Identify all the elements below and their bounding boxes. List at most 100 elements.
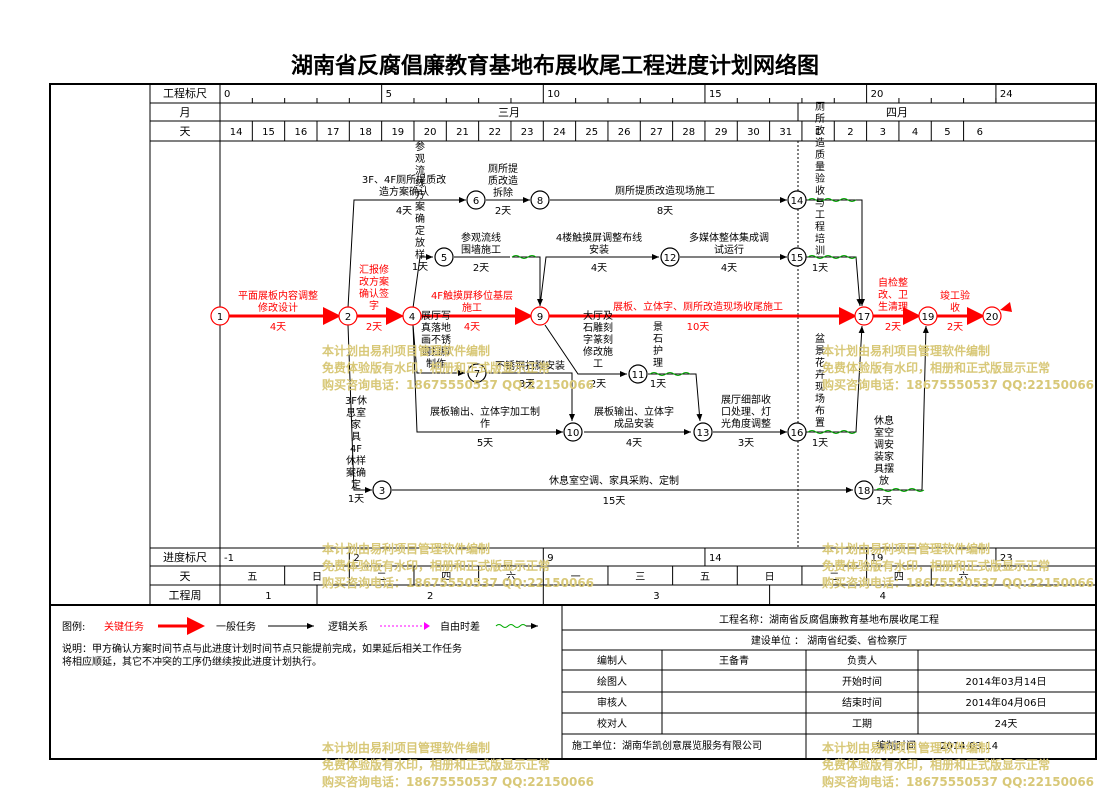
month-march: 三月 <box>498 106 520 119</box>
edge-2-3 <box>347 324 372 493</box>
weekday-cell: 日 <box>312 572 322 583</box>
day-cell: 2 <box>847 127 853 138</box>
ruler-tick-label: 20 <box>871 89 884 100</box>
info-compile-date: 2014-03-14 <box>940 741 998 752</box>
info-compiler: 王备青 <box>719 654 749 667</box>
node-12: 12 <box>660 247 680 267</box>
task-dur-17-19: 2天 <box>885 322 901 333</box>
task-label-4-10: 展板输出、立体字加工制作 <box>430 405 540 430</box>
task-label-6-8: 厕所提质改造拆除 <box>488 163 518 199</box>
day-cell: 24 <box>553 127 566 138</box>
task-label-5-9: 参观流线围墙施工 <box>461 231 501 256</box>
ruler-tick-label: 24 <box>1000 89 1013 100</box>
node-16: 16 <box>787 422 807 442</box>
day-cell: 31 <box>779 127 792 138</box>
day-label: 天 <box>180 125 191 138</box>
node-circle <box>918 306 938 326</box>
node-number: 20 <box>986 312 999 323</box>
task-dur-10-13: 4天 <box>626 438 642 449</box>
month-april: 四月 <box>886 106 908 119</box>
float-15 <box>807 255 857 259</box>
progress-tick-label: 14 <box>709 553 722 564</box>
task-dur-2-3: 1天 <box>348 494 364 505</box>
legend-general-label: 一般任务 <box>216 620 256 633</box>
node-circle <box>467 363 487 383</box>
info-project: 工程名称：湖南省反腐倡廉教育基地布展收尾工程 <box>719 613 939 626</box>
day-cell: 16 <box>294 127 307 138</box>
edge-11-13 <box>648 373 703 422</box>
progress-tick-label: -1 <box>224 553 234 564</box>
node-circle <box>434 247 454 267</box>
day-cell: 19 <box>391 127 404 138</box>
node-circle <box>563 422 583 442</box>
node-number: 10 <box>567 428 580 439</box>
watermark-text: 购买咨询电话：18675550537 QQ:22150066 <box>322 774 594 789</box>
day-cell: 30 <box>747 127 760 138</box>
node-17: 17 <box>854 306 874 326</box>
task-dur-6-8: 2天 <box>495 206 511 217</box>
task-labels: 平面展板内容调整修改设计 4天 汇报修改方案确认签字 2天 3F、4F厕所提质改… <box>238 101 970 507</box>
node-number: 11 <box>632 370 645 381</box>
node-circle <box>338 306 358 326</box>
weekday-cell: 二 <box>377 572 387 583</box>
legend: 图例: 关键任务 一般任务 逻辑关系 自由时差 说明：甲方确认方案时间节点与此进… <box>62 605 563 759</box>
weekday-cell: 日 <box>765 572 775 583</box>
weekday-cell: 六 <box>506 571 516 583</box>
day-cell: 6 <box>977 127 983 138</box>
task-label-16-17: 盆景花卉现场布置 <box>815 332 825 429</box>
node-circle <box>660 247 680 267</box>
node-number: 15 <box>791 253 804 264</box>
node-number: 5 <box>441 253 447 264</box>
task-label-8-14: 厕所提质改造现场施工 <box>615 184 715 197</box>
weekday-cell: 五 <box>700 572 710 583</box>
node-circle <box>693 422 713 442</box>
legend-float-label: 自由时差 <box>440 620 480 633</box>
watermark-text: 购买咨询电话：18675550537 QQ:22150066 <box>822 575 1094 590</box>
task-label-2-6: 3F、4F厕所提质改造方案确认 <box>362 173 446 198</box>
node-number: 19 <box>922 312 935 323</box>
day-cell: 27 <box>650 127 663 138</box>
weekday-cell: 五 <box>247 572 257 583</box>
legend-label: 图例: <box>62 620 85 633</box>
watermark-text: 购买咨询电话：18675550537 QQ:22150066 <box>322 377 594 392</box>
task-dur-3-18: 15天 <box>603 496 626 507</box>
info-reviewer-label: 审核人 <box>597 696 627 709</box>
node-11: 11 <box>628 364 648 384</box>
day-cell: 1 <box>815 127 821 138</box>
task-label-1-2: 平面展板内容调整修改设计 <box>238 289 318 314</box>
node-number: 3 <box>379 486 385 497</box>
watermark-text: 免费体验版有水印，相册和正式版显示正常 <box>322 360 550 375</box>
node-19: 19 <box>918 306 938 326</box>
edge-18-19 <box>874 325 929 491</box>
edge-4-5 <box>412 254 433 309</box>
node-5: 5 <box>434 247 454 267</box>
progress-tick-label: 23 <box>1000 553 1013 564</box>
day-cell: 26 <box>618 127 631 138</box>
task-label-11-13: 景石护理 <box>653 321 663 369</box>
task-dur-7-10: 3天 <box>519 379 535 390</box>
task-dur-9-12: 4天 <box>591 263 607 274</box>
node-circle <box>210 306 230 326</box>
node-1: 1 <box>210 306 230 326</box>
ruler-tick-label: 0 <box>224 89 230 100</box>
node-6: 6 <box>466 190 486 210</box>
task-dur-1-2: 4天 <box>270 322 286 333</box>
ruler-tick-label: 15 <box>709 89 722 100</box>
node-number: 8 <box>537 196 543 207</box>
day-cell: 25 <box>585 127 598 138</box>
info-drawer-label: 绘图人 <box>597 675 627 688</box>
watermark-text: 免费体验版有水印，相册和正式版显示正常 <box>322 757 550 772</box>
legend-critical-label: 关键任务 <box>104 620 144 633</box>
node-number: 4 <box>409 312 415 323</box>
weekday-label: 天 <box>180 570 191 583</box>
watermark-text: 本计划由易利项目管理软件编制 <box>322 541 490 556</box>
progress-tick-label: 9 <box>547 553 553 564</box>
task-label-10-13: 展板输出、立体字成品安装 <box>594 405 674 430</box>
task-dur-13-16: 3天 <box>738 438 754 449</box>
ruler-tick-label: 10 <box>547 89 560 100</box>
info-duration-label: 工期 <box>852 718 872 730</box>
node-2: 2 <box>338 306 358 326</box>
watermark-text: 免费体验版有水印，相册和正式版显示正常 <box>822 757 1050 772</box>
